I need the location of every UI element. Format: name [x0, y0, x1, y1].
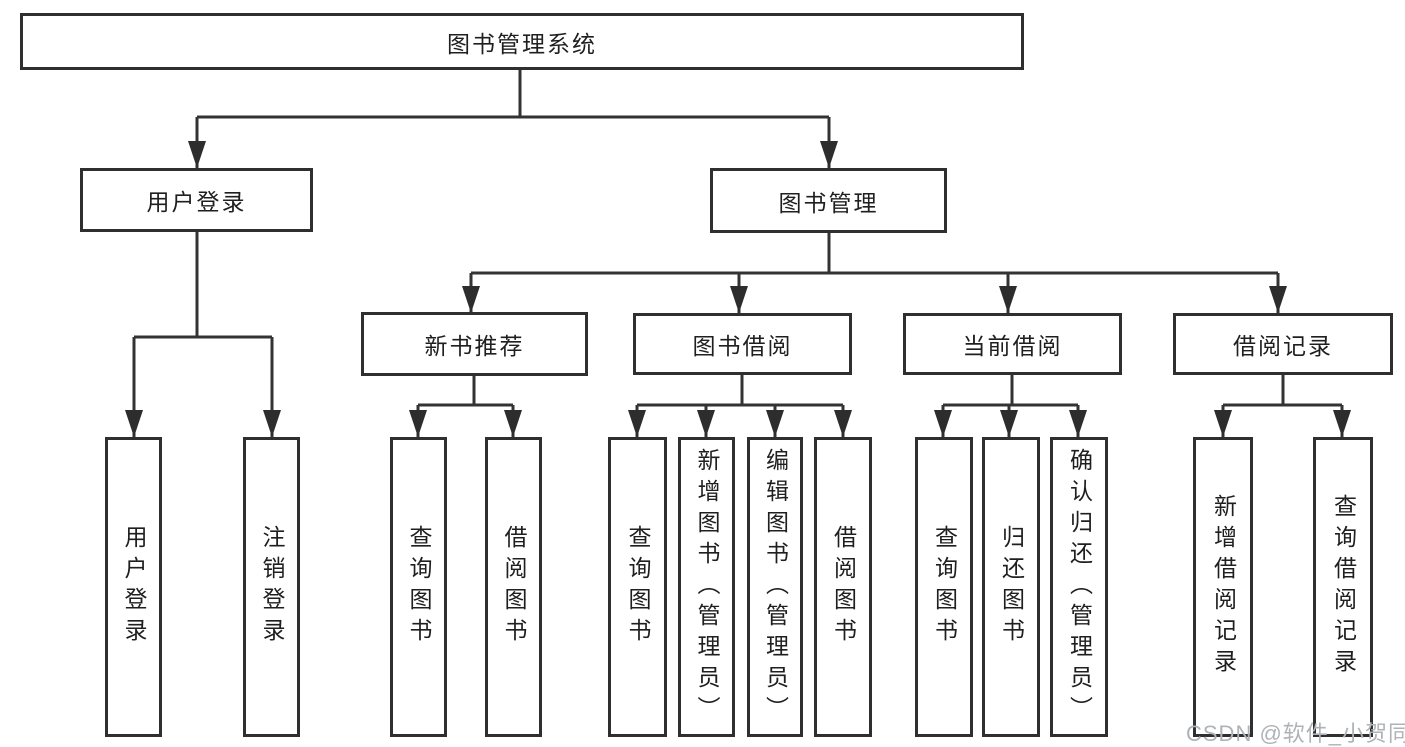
leaf-borrow-books-borrowing: 借阅图书 — [814, 437, 872, 737]
node-new-book-recommend: 新书推荐 — [361, 312, 588, 376]
leaf-borrow-books-recommend: 借阅图书 — [485, 437, 542, 737]
leaf-add-borrow-record: 新增借阅记录 — [1193, 437, 1253, 737]
node-current-borrowing: 当前借阅 — [903, 313, 1122, 375]
leaf-edit-book-admin: 编辑图书（管理员） — [747, 437, 803, 737]
arrow-down-icon — [504, 410, 522, 437]
arrow-down-icon — [628, 410, 646, 437]
arrow-down-icon — [1269, 286, 1287, 313]
connector-segments — [132, 70, 1344, 437]
arrow-down-icon — [1000, 410, 1018, 437]
node-book-management: 图书管理 — [710, 168, 947, 233]
arrow-down-icon — [934, 410, 952, 437]
arrow-down-icon — [766, 410, 784, 437]
leaf-add-book-admin: 新增图书（管理员） — [678, 437, 735, 737]
leaf-query-books-borrowing: 查询图书 — [608, 437, 667, 737]
node-user-login: 用户登录 — [80, 168, 313, 232]
arrow-down-icon — [730, 286, 748, 313]
arrow-down-icon — [188, 141, 206, 168]
arrow-down-icon — [1214, 410, 1232, 437]
node-borrowing-records: 借阅记录 — [1173, 313, 1393, 375]
arrow-down-icon — [999, 286, 1017, 313]
csdn-watermark: CSDN @软件_小贺同学 — [1186, 721, 1405, 746]
arrow-down-icon — [263, 410, 281, 437]
leaf-return-books: 归还图书 — [982, 437, 1040, 737]
arrow-down-icon — [697, 410, 715, 437]
leaf-logout: 注销登录 — [243, 437, 300, 737]
arrow-down-icon — [1069, 410, 1087, 437]
node-system-root: 图书管理系统 — [20, 13, 1024, 70]
node-book-borrowing: 图书借阅 — [633, 313, 852, 375]
arrow-down-icon — [1333, 410, 1351, 437]
leaf-user-login: 用户登录 — [105, 437, 162, 737]
arrow-down-icon — [834, 410, 852, 437]
leaf-query-borrow-record: 查询借阅记录 — [1313, 437, 1373, 737]
arrow-down-icon — [125, 410, 143, 437]
leaf-query-books-recommend: 查询图书 — [390, 437, 447, 737]
arrow-down-icon — [820, 141, 838, 168]
arrow-down-icon — [462, 286, 480, 313]
leaf-confirm-return-admin: 确认归还（管理员） — [1050, 437, 1108, 737]
leaf-query-books-current: 查询图书 — [915, 437, 973, 737]
arrow-down-icon — [409, 410, 427, 437]
